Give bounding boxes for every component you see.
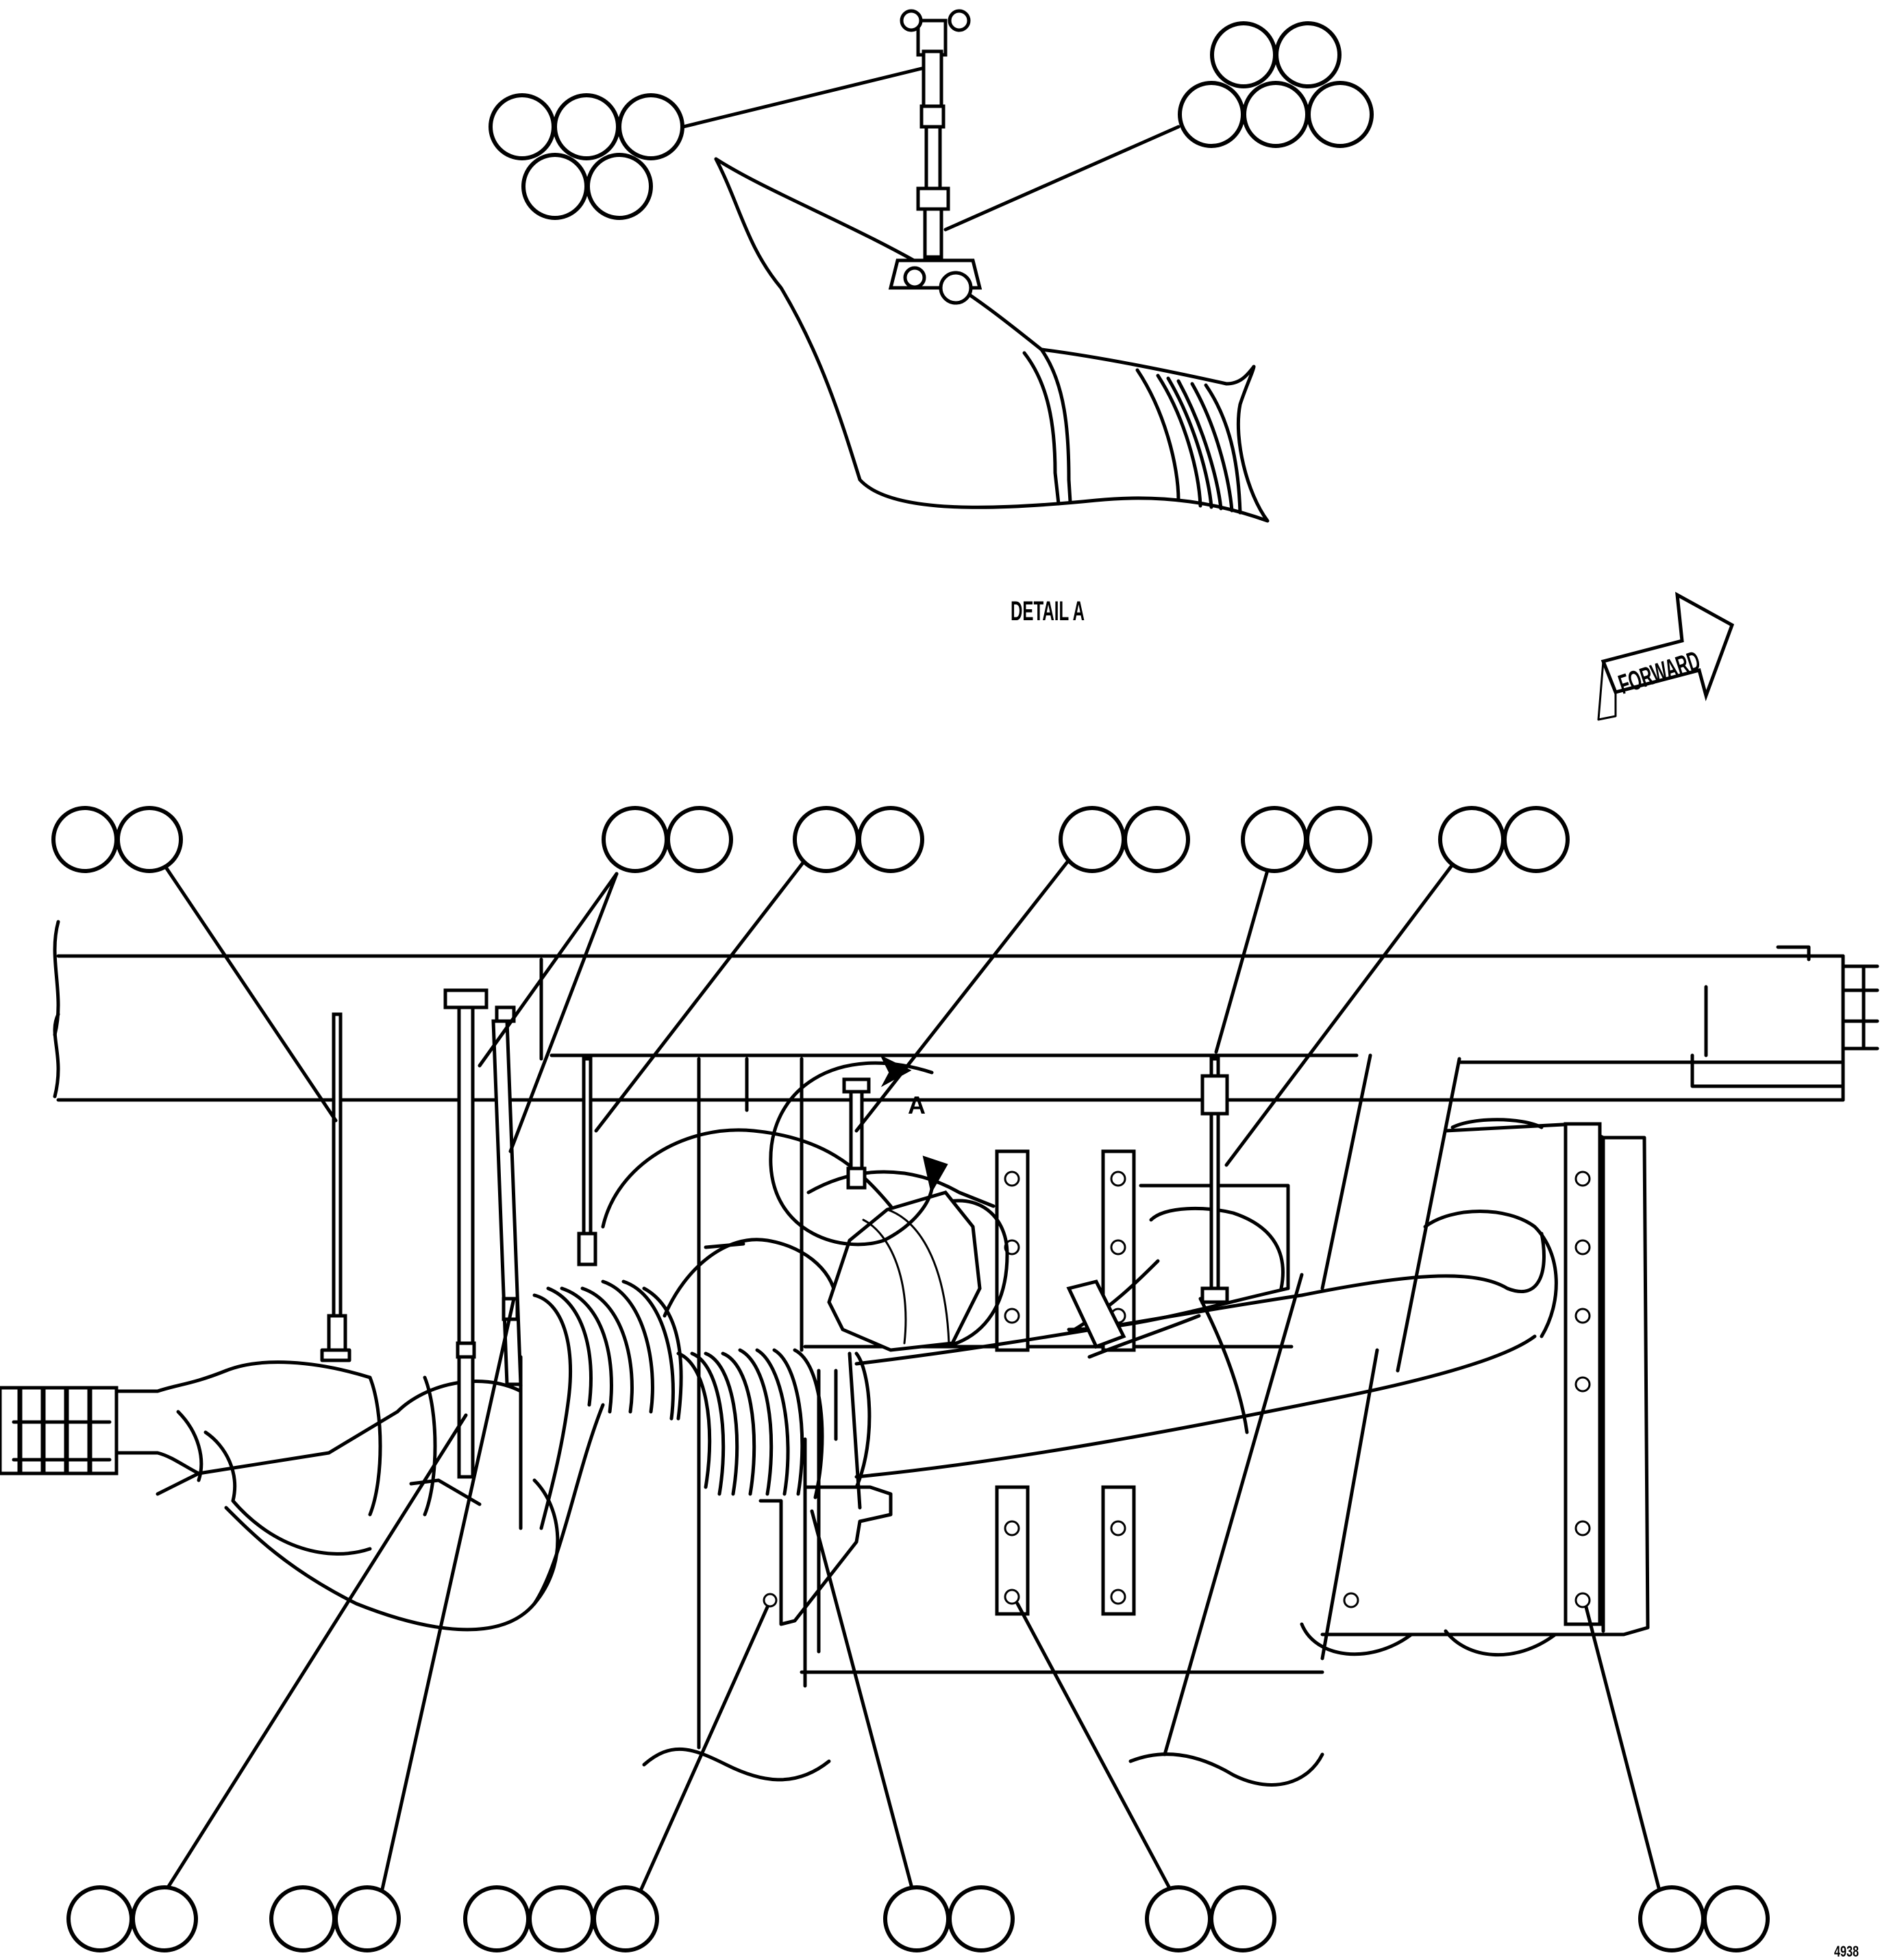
balloon-pair-4 — [1059, 806, 1190, 873]
forward-arrow: FORWARD — [1597, 591, 1735, 721]
drawing-number: 4938 — [1834, 1943, 1859, 1960]
balloon-pair-11 — [1145, 1885, 1276, 1952]
detail-a-balloon-cluster-left — [489, 93, 684, 220]
view-marker-label: A — [908, 1091, 926, 1119]
balloon-pair-5 — [1241, 806, 1372, 873]
balloon-triple-9 — [463, 1885, 659, 1952]
exhaust-inlet-pipe — [114, 1369, 228, 1393]
bracket-strip-1 — [995, 1149, 1030, 1616]
hanger-detail-a-location — [842, 1077, 871, 1190]
balloon-pair-7 — [66, 1885, 198, 1952]
detail-a-callout-circle — [769, 1061, 934, 1247]
balloons-top-row — [51, 806, 1570, 873]
balloon-pair-10 — [883, 1885, 1015, 1952]
inlet-clamp-stack — [0, 1386, 119, 1475]
support-bracket — [758, 1485, 893, 1626]
balloon-pair-1 — [51, 806, 183, 873]
balloons-bottom-row — [66, 1885, 1770, 1952]
hanger-1 — [320, 1012, 351, 1362]
balloon-pair-12 — [1638, 1885, 1770, 1952]
balloon-pair-2 — [602, 806, 733, 873]
detail-a-pipe-outline — [714, 157, 1270, 523]
balloon-pair-3 — [793, 806, 924, 873]
main-assembly-view: A — [0, 920, 1879, 1787]
bracket-strip-3 — [1343, 1122, 1602, 1626]
exhaust-elbow — [156, 1380, 523, 1496]
balloon-pair-6 — [1438, 806, 1570, 873]
bellows-right — [676, 1348, 872, 1499]
exhaust-pipe-long — [854, 1232, 1546, 1366]
frame-rail — [56, 954, 1845, 1102]
hanger-4 — [577, 1057, 597, 1266]
balloon-pair-8 — [269, 1885, 401, 1952]
detail-a-view: DETAIL A — [489, 9, 1374, 626]
detail-a-title: DETAIL A — [1011, 596, 1085, 626]
detail-a-balloon-cluster-right — [1178, 21, 1374, 148]
leader-lines — [159, 858, 1664, 1900]
hanger-3 — [491, 1005, 523, 1386]
hanger-5 — [1198, 1057, 1249, 1434]
detail-a-jam-nut — [916, 186, 950, 211]
bracket-strip-2 — [1101, 1149, 1136, 1616]
hanger-2 — [443, 988, 489, 1479]
